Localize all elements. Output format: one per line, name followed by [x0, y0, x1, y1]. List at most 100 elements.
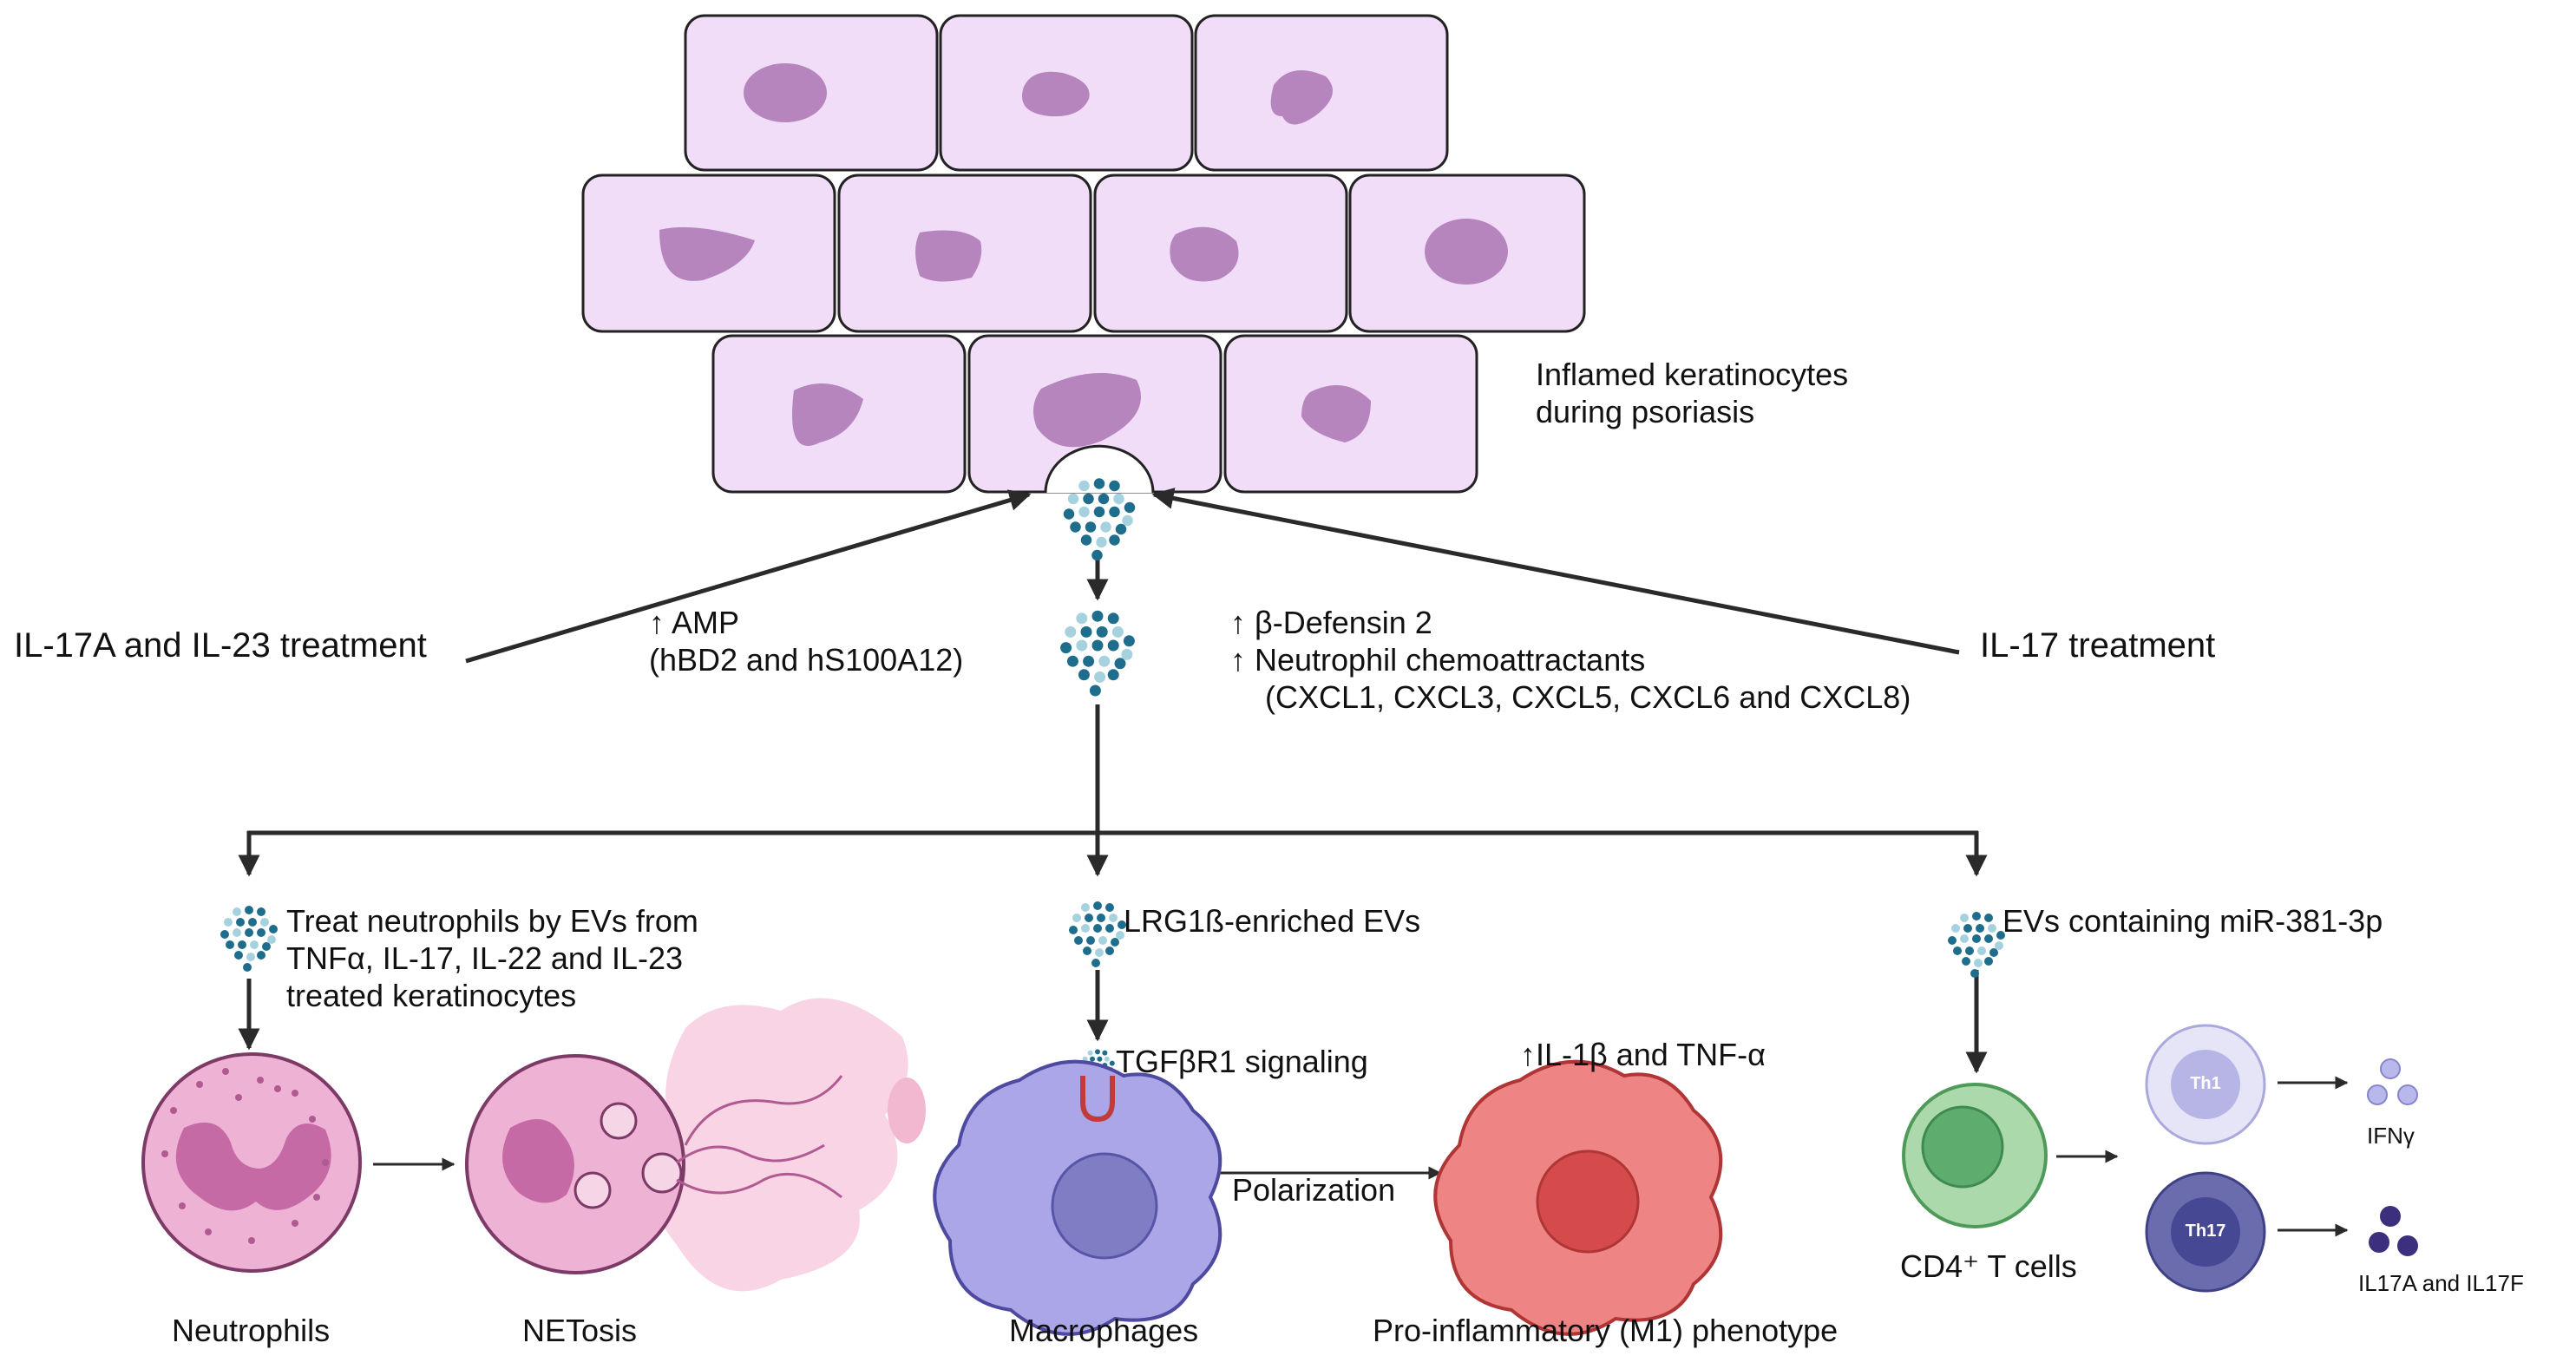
m1-macrophage-cell	[1433, 1059, 1723, 1336]
macrophages-label: Macrophages	[1009, 1313, 1199, 1348]
ev-vesicle	[1105, 947, 1114, 955]
ev-vesicle	[1102, 1050, 1108, 1056]
ev-vesicle	[1089, 684, 1101, 697]
granule	[309, 1116, 316, 1123]
ev-vesicle	[1988, 924, 1996, 933]
ev-vesicle	[1122, 514, 1133, 527]
m1-nucleus	[1536, 1150, 1640, 1254]
neutrophil-cell	[141, 1052, 362, 1273]
ev-cluster-left	[220, 906, 278, 972]
ev-vesicle	[1960, 914, 1969, 922]
ev-vesicle	[1113, 493, 1124, 505]
ev-vesicle	[1060, 642, 1072, 654]
ev-vesicle	[236, 918, 245, 927]
ev-vesicle	[1091, 549, 1103, 561]
ev-vesicle	[1095, 1049, 1100, 1055]
ev-vesicle	[1105, 924, 1114, 933]
ev-vesicle	[1093, 924, 1102, 933]
ev-vesicle	[262, 942, 271, 951]
netosis-cell	[465, 998, 926, 1292]
ev-vesicle	[1069, 926, 1078, 934]
ev-vesicle	[1066, 655, 1078, 667]
ev-vesicle	[1098, 936, 1107, 945]
ev-vesicle	[1995, 941, 2003, 950]
ev-vesicle	[1104, 1056, 1110, 1062]
ev-vesicle	[1093, 478, 1105, 489]
ifng-molecules	[2367, 1058, 2418, 1105]
granule	[196, 1081, 203, 1088]
ev-vesicle	[1105, 903, 1114, 912]
right-treatment-label: IL-17 treatment	[1980, 626, 2216, 665]
ev-vesicle	[1109, 534, 1120, 546]
ev-vesicle	[1072, 914, 1081, 922]
ev-vesicle	[1977, 947, 1986, 955]
netosis-nucleus	[502, 1119, 574, 1203]
ev-vesicle	[248, 918, 257, 927]
ev-vesicle	[1115, 523, 1127, 535]
ev-cluster-middle	[1069, 901, 1126, 967]
ev-vesicle	[1109, 480, 1120, 492]
nucleus	[744, 63, 827, 122]
neutrophils-label: Neutrophils	[172, 1313, 331, 1348]
ev-vesicle	[1953, 947, 1962, 955]
ev-vesicle	[1098, 655, 1111, 667]
ev-vesicle	[238, 940, 246, 949]
ev-vesicle	[269, 925, 278, 933]
left-branch-ev-label: Treat neutrophils by EVs from TNFα, IL-1…	[286, 903, 698, 1014]
ev-vesicle	[1078, 480, 1090, 492]
granule	[248, 1237, 255, 1244]
ev-vesicle	[1109, 506, 1120, 518]
th1-cell	[2145, 1024, 2266, 1145]
ev-vesicle	[1081, 903, 1090, 912]
ev-vesicle	[1091, 639, 1104, 652]
ev-vesicle	[1984, 934, 1993, 943]
ev-vesicle	[1974, 959, 1983, 967]
middle-branch-ev-label: LRG1ß-enriched EVs	[1124, 903, 1421, 939]
keratinocyte-sheet	[581, 14, 1586, 494]
neutrophil-granules	[161, 1068, 329, 1244]
ev-vesicle	[1091, 959, 1100, 967]
ev-vesicle	[1094, 671, 1106, 683]
neutrophil-nucleus	[175, 1122, 331, 1211]
nucleus	[915, 230, 982, 282]
ev-vesicle	[1097, 1056, 1103, 1062]
ev-vesicle	[1074, 936, 1083, 945]
macrophage-nucleus	[1051, 1152, 1158, 1260]
ev-vesicle	[260, 918, 269, 927]
net-fibers	[655, 998, 908, 1292]
ev-vesicle	[1114, 658, 1126, 670]
granule	[292, 1220, 298, 1227]
ev-vesicle	[1067, 493, 1079, 505]
ev-vesicle	[1100, 521, 1111, 533]
ev-vesicle	[1080, 626, 1092, 638]
m1-cytokines-label: ↑IL-1β and TNF-α	[1520, 1037, 1766, 1072]
ev-vesicle	[267, 935, 276, 944]
arrow-left-treatment	[465, 489, 1032, 664]
ev-vesicle	[243, 963, 252, 972]
ev-vesicle	[1080, 534, 1092, 546]
granule	[161, 1150, 168, 1157]
ev-vesicle	[1078, 669, 1090, 681]
ev-vesicle	[257, 951, 265, 960]
il17-molecules	[2369, 1206, 2418, 1256]
ev-vesicle	[1095, 948, 1104, 957]
ev-vesicle	[1972, 934, 1981, 943]
ev-vesicle	[1960, 934, 1969, 943]
ev-vesicle	[245, 928, 253, 937]
ev-vesicle	[1083, 947, 1091, 955]
ev-vesicle	[234, 951, 243, 960]
right-branch-ev-label: EVs containing miR-381-3p	[2002, 903, 2383, 939]
ev-vesicle	[1098, 493, 1110, 505]
ev-vesicle	[1065, 626, 1077, 638]
ev-vesicle	[1962, 957, 1970, 966]
ev-vesicle	[1086, 936, 1095, 945]
tgfbr1-label: TGFβR1 signaling	[1116, 1044, 1368, 1079]
ev-vesicle	[1096, 626, 1108, 638]
cd4-label: CD4⁺ T cells	[1900, 1248, 2077, 1284]
keratinocyte-nuclei	[659, 63, 1508, 448]
granule	[222, 1068, 229, 1075]
ev-vesicle	[220, 930, 229, 939]
nucleus	[1301, 385, 1371, 442]
ev-vesicle	[1097, 914, 1105, 922]
